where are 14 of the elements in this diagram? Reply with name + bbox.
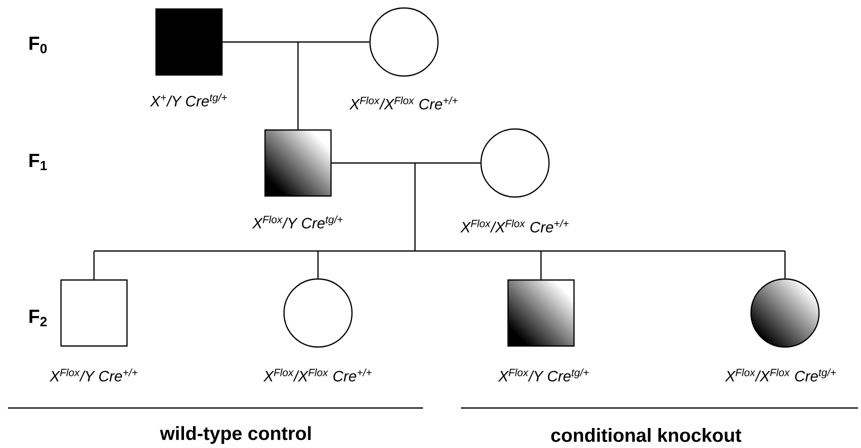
group-label: conditional knockout — [551, 428, 742, 442]
genotype-label: X$^{Flox}$/Y Cre$^{+/+}$ — [49, 368, 138, 382]
genotype-label: X$^{Flox}$/Y Cre$^{tg/+}$ — [498, 368, 589, 382]
group-label: wild-type control — [160, 426, 311, 444]
generation-label: F$_{0}$ — [30, 36, 47, 54]
pedigree-line — [93, 162, 786, 280]
genotype-label: X$^{Flox}$/X$^{Flox}$ Cre$^{+/+}$ — [263, 368, 372, 382]
genotype-label: X$^{+}$/Y Cre$^{tg/+}$ — [150, 94, 227, 106]
genotype-label: X$^{Flox}$/X$^{Flox}$ Cre$^{tg/+}$ — [724, 368, 836, 382]
genotype-label: X$^{Flox}$/Y Cre$^{tg/+}$ — [252, 216, 343, 228]
pedigree-line — [222, 41, 370, 130]
generation-label: F$_{1}$ — [30, 154, 47, 170]
genotype-label: X$^{Flox}$/X$^{Flox}$ Cre$^{+/+}$ — [460, 220, 569, 232]
genotype-label: X$^{Flox}$/X$^{Flox}$ Cre$^{+/+}$ — [349, 96, 458, 110]
